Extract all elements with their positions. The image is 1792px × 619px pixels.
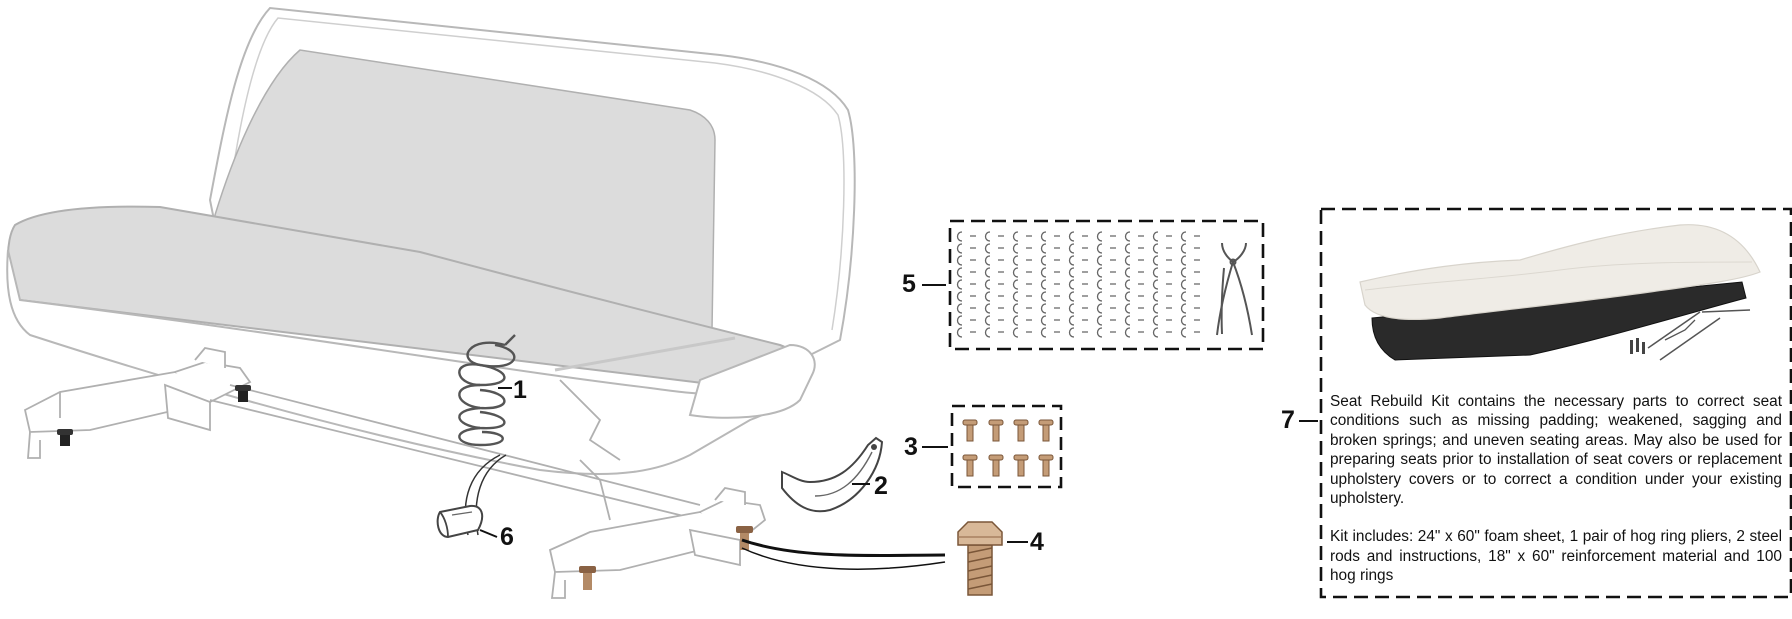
part-6-spring-clip: [436, 504, 484, 539]
part-7-seat-rebuild-kit-box: [1319, 207, 1792, 599]
seat-rod-line: [554, 336, 736, 372]
kit-includes-paragraph: Kit includes: 24" x 60" foam sheet, 1 pa…: [1330, 528, 1782, 585]
hog-ring-pliers: [1216, 242, 1253, 336]
foam-sheet: [1359, 224, 1761, 321]
callout-7: 7: [1281, 406, 1295, 434]
callout-1: 1: [513, 376, 527, 404]
callout-5: 5: [902, 270, 916, 298]
frame-bolt-left-1: [235, 385, 251, 402]
reinforcement-material-sheet: [1371, 281, 1747, 361]
part-2-bracket: [781, 436, 884, 513]
bench-seat-illustration: [6, 6, 856, 475]
seat-side-bolster: [688, 343, 816, 419]
callout-6: 6: [500, 523, 514, 551]
frame-bolt-left-2: [57, 429, 73, 446]
part-1-seat-spring: [458, 334, 516, 447]
part-4-bolt: [741, 521, 1003, 596]
seat-frame-illustration: [23, 347, 767, 599]
part-5-hog-rings-box: [948, 219, 1265, 351]
frame-bolt-right-2: [579, 566, 596, 590]
seat-back-panel: [214, 49, 716, 331]
callout-4: 4: [1030, 528, 1044, 556]
part-3-screws-box: [950, 404, 1063, 489]
callout-3: 3: [904, 433, 918, 461]
kit-description-paragraph: Seat Rebuild Kit contains the necessary …: [1330, 393, 1782, 508]
seat-rebuild-kit-description: Seat Rebuild Kit contains the necessary …: [1330, 392, 1782, 605]
callout-2: 2: [874, 472, 888, 500]
seat-back-inner-edge: [229, 17, 845, 331]
